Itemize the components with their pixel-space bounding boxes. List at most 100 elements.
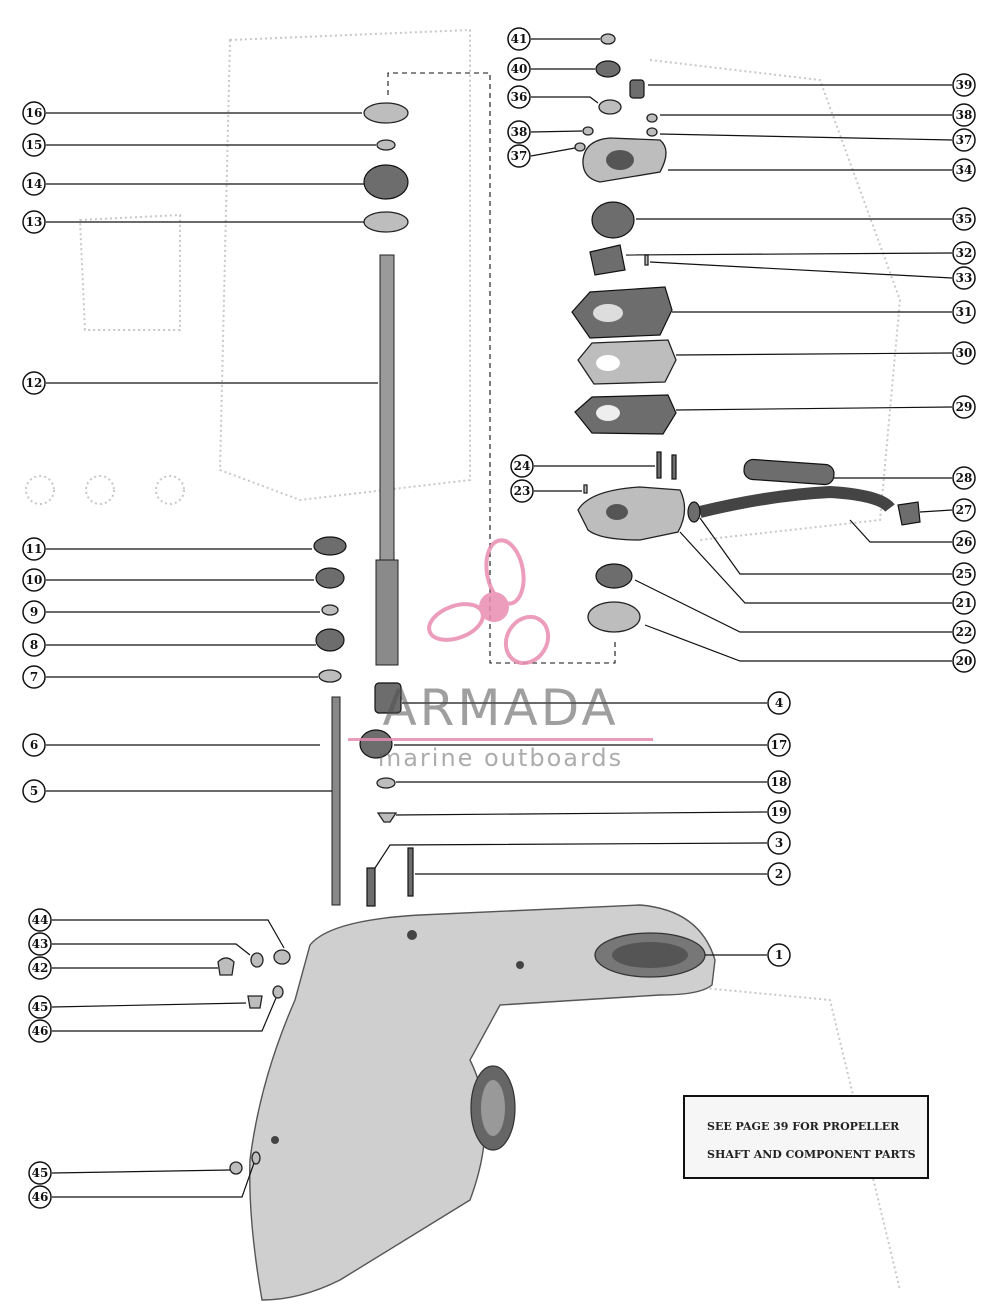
- retaining-ring-15: [376, 139, 396, 151]
- callout-label: 3: [775, 836, 783, 850]
- callout-label: 5: [30, 784, 38, 798]
- callout-label: 38: [956, 108, 973, 122]
- callout-44: 44: [28, 908, 52, 932]
- callout-label: 17: [771, 738, 788, 752]
- callout-label: 16: [26, 106, 43, 120]
- callout-2: 2: [767, 862, 791, 886]
- leader-lines: [46, 38, 953, 1198]
- driveshaft-part-12: [375, 254, 399, 666]
- callout-label: 18: [771, 775, 788, 789]
- callout-label: 20: [956, 654, 973, 668]
- callout-38-left: 38: [507, 120, 531, 144]
- callout-label: 2: [775, 867, 783, 881]
- bearing-4: [374, 682, 402, 714]
- armada-propeller-logo: [427, 538, 551, 666]
- impeller-32: [589, 244, 626, 276]
- callout-label: 31: [956, 305, 973, 319]
- callout-label: 30: [956, 346, 973, 360]
- callout-22: 22: [952, 620, 976, 644]
- water-pump-parts: [571, 33, 921, 633]
- callout-43: 43: [28, 932, 52, 956]
- callout-34: 34: [952, 158, 976, 182]
- note-line-1: SEE PAGE 39 FOR PROPELLER: [707, 1120, 900, 1133]
- callout-45-lower: 45: [28, 1161, 52, 1185]
- callout-label: 23: [514, 484, 531, 498]
- callout-7: 7: [22, 665, 46, 689]
- seal-40: [595, 60, 621, 78]
- callout-31: 31: [952, 300, 976, 324]
- callout-label: 13: [26, 215, 43, 229]
- ring-36: [598, 99, 622, 115]
- callout-label: 45: [32, 1166, 49, 1180]
- callout-12: 12: [22, 371, 46, 395]
- callout-14: 14: [22, 172, 46, 196]
- callout-label: 8: [30, 638, 38, 652]
- callout-1: 1: [767, 943, 791, 967]
- grommet-39: [629, 79, 645, 99]
- callout-label: 11: [26, 542, 43, 556]
- washer-18: [376, 777, 396, 789]
- water-tube-26: [698, 485, 895, 518]
- callout-37-right: 37: [952, 128, 976, 152]
- nut-37: [646, 127, 658, 137]
- callout-label: 46: [32, 1024, 49, 1038]
- washer-38-left: [582, 126, 594, 136]
- callout-38-right: 38: [952, 103, 976, 127]
- sleeve-28: [743, 458, 835, 486]
- callout-label: 12: [26, 376, 43, 390]
- callout-label: 15: [26, 138, 43, 152]
- o-ring-13: [363, 211, 409, 233]
- stud-3: [366, 867, 376, 907]
- callout-label: 7: [30, 670, 38, 684]
- retainer-11: [313, 536, 347, 556]
- note-line-2: SHAFT AND COMPONENT PARTS: [707, 1148, 916, 1161]
- bearing-10: [315, 567, 345, 589]
- callout-label: 25: [956, 567, 973, 581]
- callout-36: 36: [507, 85, 531, 109]
- gasket-46: [272, 985, 284, 999]
- ring-7: [318, 669, 342, 683]
- callout-37-left: 37: [507, 144, 531, 168]
- bearing-14: [363, 164, 409, 200]
- callout-label: 4: [775, 696, 783, 710]
- callout-27: 27: [952, 498, 976, 522]
- gear-housing-part-1: [249, 904, 716, 1301]
- seal-22: [595, 563, 633, 589]
- stud-2: [407, 847, 414, 897]
- callout-label: 36: [511, 90, 528, 104]
- callout-label: 6: [30, 738, 38, 752]
- callout-9: 9: [22, 600, 46, 624]
- callout-8: 8: [22, 633, 46, 657]
- grommet-27: [897, 501, 921, 526]
- callout-6: 6: [22, 733, 46, 757]
- pinion-gear-17: [359, 729, 393, 759]
- callout-label: 42: [32, 961, 49, 975]
- callout-20: 20: [952, 649, 976, 673]
- callout-11: 11: [22, 537, 46, 561]
- gasket-46-lower: [251, 1151, 261, 1165]
- callout-label: 39: [956, 78, 973, 92]
- callout-13: 13: [22, 210, 46, 234]
- ring-41: [600, 33, 616, 45]
- callout-label: 21: [956, 596, 973, 610]
- callout-19: 19: [767, 800, 791, 824]
- callout-15: 15: [22, 133, 46, 157]
- callout-28: 28: [952, 466, 976, 490]
- callout-35: 35: [952, 207, 976, 231]
- screw-45: [247, 995, 263, 1009]
- callout-label: 35: [956, 212, 973, 226]
- callout-label: 37: [511, 149, 528, 163]
- callout-4: 4: [767, 691, 791, 715]
- pump-base-21: [577, 486, 686, 541]
- callout-label: 38: [511, 125, 528, 139]
- callout-label: 29: [956, 400, 973, 414]
- callout-24: 24: [510, 454, 534, 478]
- callout-label: 44: [32, 913, 49, 927]
- callout-33: 33: [952, 266, 976, 290]
- callout-label: 1: [775, 948, 783, 962]
- callout-label: 41: [511, 32, 528, 46]
- washer-9: [321, 604, 339, 616]
- callout-41: 41: [507, 27, 531, 51]
- callout-29: 29: [952, 395, 976, 419]
